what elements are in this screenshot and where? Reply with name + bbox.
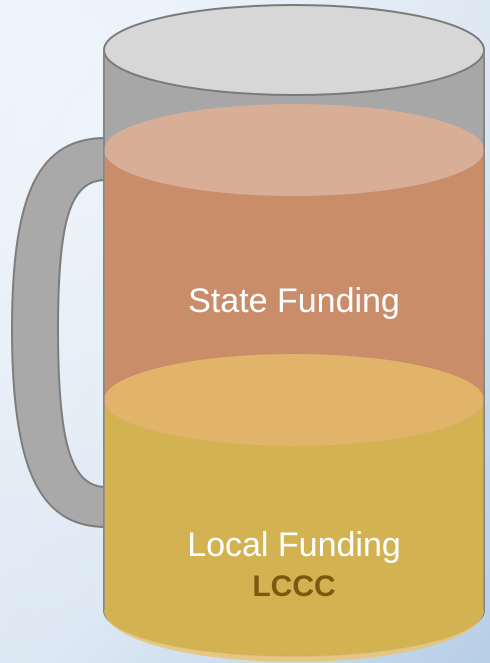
mug-top-rim bbox=[103, 4, 485, 96]
lccc-label: LCCC bbox=[252, 570, 335, 603]
mug-handle bbox=[10, 136, 107, 529]
state-funding-surface bbox=[104, 104, 484, 196]
local-funding-label: Local Funding bbox=[187, 526, 401, 564]
local-funding-surface bbox=[104, 354, 484, 446]
local-funding-layer bbox=[104, 400, 484, 656]
state-funding-label: State Funding bbox=[188, 282, 400, 320]
